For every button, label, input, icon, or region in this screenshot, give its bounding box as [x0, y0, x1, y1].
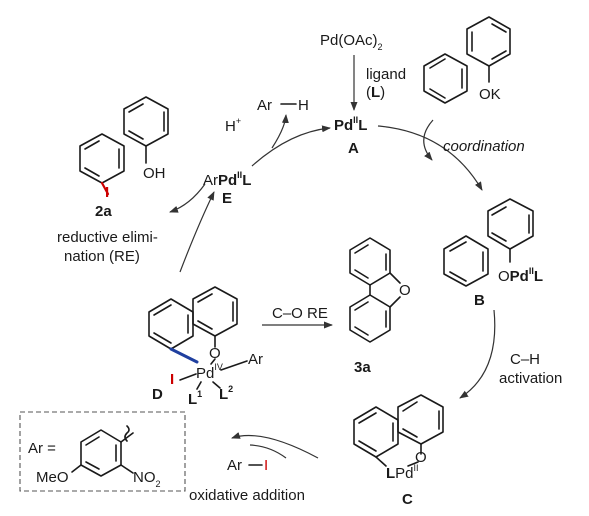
species-d-l2: L2: [219, 384, 233, 403]
species-b-label: B: [474, 292, 485, 309]
substrate-ok-group: OK: [479, 86, 501, 103]
byproduct-h: H: [298, 97, 309, 114]
species-c-complex: LPdII: [386, 463, 419, 482]
legend-no2: NO2: [133, 469, 161, 489]
step-coordination: coordination: [443, 138, 525, 155]
product-3a-label: 3a: [354, 359, 371, 376]
product-2a-label: 2a: [95, 203, 112, 220]
arrow-c-to-d: [231, 432, 319, 459]
species-d-ar: Ar: [248, 351, 263, 368]
species-c-structure: [353, 394, 444, 467]
species-d-label: D: [152, 386, 163, 403]
reagent-ar-i: Ar: [227, 457, 242, 474]
step-ch-activation-2: activation: [499, 370, 562, 387]
species-d-pd: PdIV: [196, 362, 223, 382]
product-3a-dibenzofuran: [349, 237, 401, 343]
ligand-label: ligand: [366, 66, 406, 83]
species-e-label: E: [222, 190, 232, 207]
step-reductive-elim-2: nation (RE): [64, 248, 140, 265]
proton-h: H+: [225, 116, 241, 135]
arrow-d-to-e: [179, 191, 215, 273]
species-d-l1: L1: [188, 389, 202, 408]
step-oxidative-addition: oxidative addition: [189, 487, 305, 504]
species-b-complex: OPdIIL: [498, 266, 543, 285]
legend-meo: MeO: [36, 469, 69, 486]
species-d-iodine: I: [170, 371, 174, 388]
d-aryl-pd-bond: [169, 347, 199, 364]
step-co-re: C–O RE: [272, 305, 328, 322]
product-2a-iodine: I: [105, 184, 109, 201]
species-e-complex: ArPdIIL: [203, 170, 251, 189]
legend-aryl-structure: [71, 425, 134, 477]
legend-ar-label: Ar =: [28, 440, 56, 457]
product-2a-structure: [79, 96, 169, 196]
reagent-iodine: I: [264, 457, 268, 474]
step-reductive-elim-1: reductive elimi-: [57, 229, 158, 246]
species-a-label: A: [348, 140, 359, 157]
species-a-complex: PdIIL: [334, 115, 367, 134]
product-2a-oh: OH: [143, 165, 166, 182]
species-d-oxygen: O: [209, 345, 221, 362]
species-d-structure: [148, 286, 248, 390]
arrow-oxidative-addition-in: [249, 444, 287, 459]
step-ch-activation-1: C–H: [510, 351, 540, 368]
substrate-biphenyl-ok: OK: [423, 16, 511, 104]
byproduct-ar: Ar: [257, 97, 272, 114]
reagent-pdoac2: Pd(OAc)2: [320, 32, 383, 52]
ligand-symbol: (L): [366, 84, 385, 101]
species-b-structure: [443, 198, 534, 287]
arrow-b-to-c: [459, 309, 496, 399]
species-c-label: C: [402, 491, 413, 508]
product-3a-oxygen: O: [399, 282, 411, 299]
arrow-a-to-b: [377, 125, 483, 191]
arrow-ar-h-out: [271, 114, 289, 149]
arrow-coordination-in: [423, 119, 434, 161]
arrow-e-to-a: [251, 125, 331, 167]
2a-c-i-bond: [100, 181, 110, 196]
species-c-oxygen: O: [415, 449, 427, 466]
arrow-e-to-2a: [169, 183, 206, 213]
ar-legend-box: [19, 411, 186, 492]
